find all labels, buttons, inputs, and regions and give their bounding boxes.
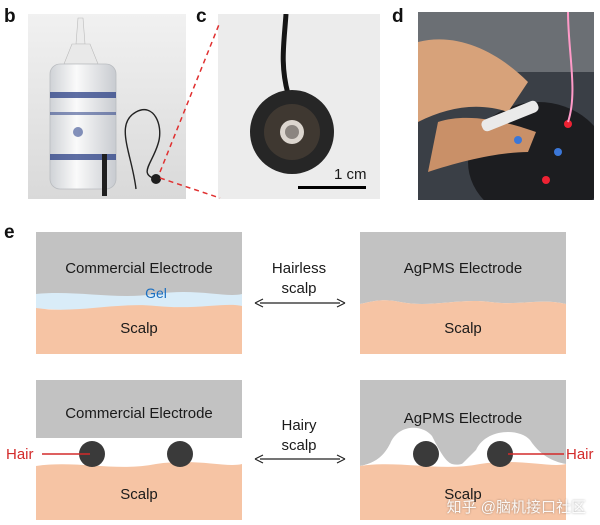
panel-letter-c: c [196, 6, 207, 27]
diagram-commercial-hairless [36, 232, 242, 354]
commercial-electrode-label-top: Commercial Electrode [65, 260, 213, 277]
hairy-label-line2: scalp [281, 437, 317, 454]
hairless-label-line2: scalp [281, 280, 317, 297]
scalp-label-bottom-left: Scalp [120, 486, 158, 503]
commercial-electrode-label-bottom: Commercial Electrode [65, 405, 213, 422]
hair-strand-4 [487, 441, 513, 467]
panel-letter-b: b [4, 6, 16, 27]
scalp-label-top-left: Scalp [120, 320, 158, 337]
hair-strand-1 [79, 441, 105, 467]
gel-label: Gel [145, 285, 167, 301]
double-arrow-top [254, 298, 346, 308]
agpms-electrode-label-top: AgPMS Electrode [403, 260, 523, 277]
zoom-indicator-lines [159, 21, 221, 199]
photo-application [418, 12, 594, 200]
hair-label-right: Hair [566, 446, 594, 463]
agpms-electrode-label-bottom: AgPMS Electrode [403, 410, 523, 427]
photo-electrode-closeup [218, 14, 380, 199]
photo-gel-bottle [28, 14, 186, 199]
diagram-agpms-hairless [360, 232, 566, 354]
hairy-label-line1: Hairy [281, 417, 317, 434]
scale-bar-label: 1 cm [334, 166, 367, 183]
scale-bar [298, 186, 366, 189]
hair-pointer-left [42, 453, 90, 455]
diagram-agpms-hairy [360, 380, 566, 520]
panel-letter-d: d [392, 6, 404, 27]
panel-letter-e: e [4, 222, 15, 243]
scalp-label-bottom-right: Scalp [444, 486, 482, 503]
double-arrow-bottom [254, 454, 346, 464]
scalp-label-top-right: Scalp [444, 320, 482, 337]
hair-strand-3 [413, 441, 439, 467]
watermark: 知乎 @脑机接口社区 [446, 499, 586, 516]
hair-pointer-right [508, 453, 564, 455]
hair-label-left: Hair [6, 446, 34, 463]
diagram-commercial-hairy [36, 380, 242, 520]
hairless-label-line1: Hairless [271, 260, 327, 277]
hair-strand-2 [167, 441, 193, 467]
